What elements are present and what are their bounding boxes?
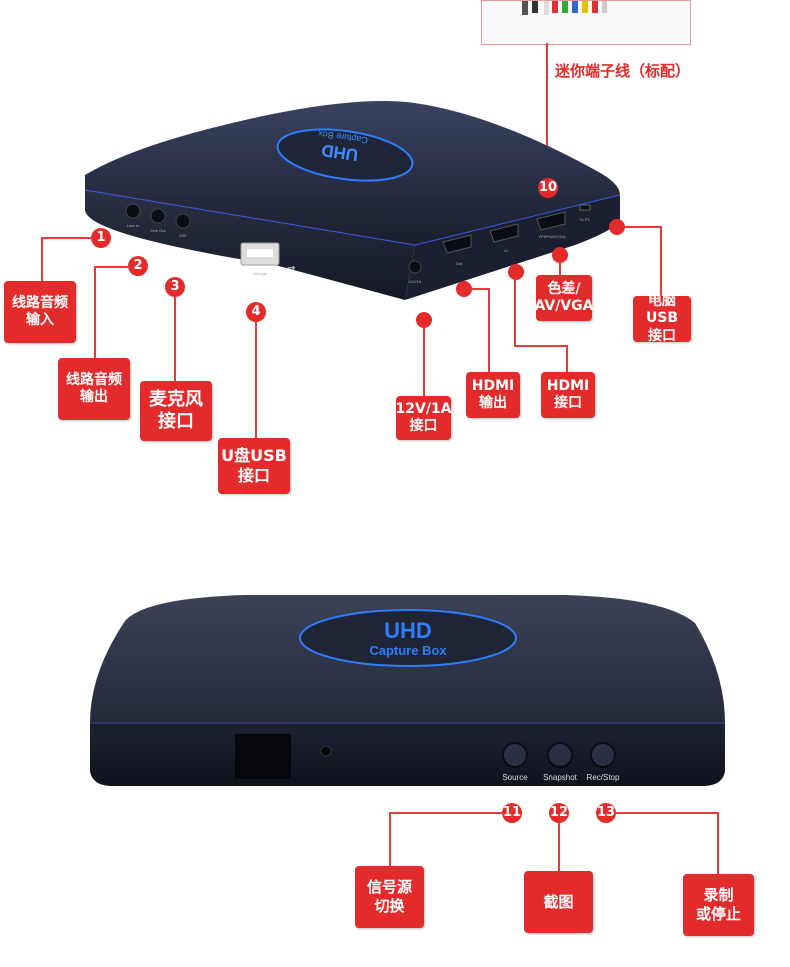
to-pc-label: 电脑USB 接口 [633,293,691,344]
power-label: 12V/1A 接口 [396,396,452,440]
callout-11-badge: 11 [502,803,522,823]
snapshot-button[interactable] [547,742,573,768]
cable-caption: 迷你端子线（标配） [555,62,691,80]
cable-plugs-icon [522,1,607,15]
callout-13-badge: 13 [596,803,616,823]
ypbpr-dot [552,247,568,263]
callout-1-badge: 1 [91,228,111,248]
callout-4-badge: 4 [246,302,266,322]
line-out-jack [150,208,166,224]
hdmi-in-dot [508,264,524,280]
hdmi-out-label: HDMI 输出 [466,372,520,418]
indicator-led [320,745,332,757]
source-button-label: Source [502,773,528,782]
cable-accessory-image [481,0,691,45]
to-pc-dot [609,219,625,235]
top-logo-text: UHD [320,141,359,165]
rec-stop-label: 录制 或停止 [683,874,754,936]
power-dot [416,312,432,328]
ir-window [235,734,291,779]
callout-2-badge: 2 [128,256,148,276]
bottom-logo-sub: Capture Box [369,643,447,658]
hdmi-out-port [442,234,472,254]
silk-line-in: Line In [127,223,139,228]
callout-3-badge: 3 [165,277,185,297]
callout-10-badge: 10 [538,178,558,198]
mic-label: 麦克风 接口 [140,381,212,441]
hdmi-in-label: HDMI 接口 [541,372,595,418]
ypbpr-label: 色差/ AV/VGA [535,275,594,321]
line-in-jack [125,203,141,219]
silk-storage: Storage [253,271,268,276]
line-in-label: 线路音频 输入 [4,281,76,343]
to-pc-usb-port [579,204,591,211]
silk-line-out: Line Out [150,228,166,233]
bottom-logo-text: UHD [384,618,432,643]
snapshot-button-label: Snapshot [543,773,578,782]
line-out-label: 线路音频 输出 [58,358,130,420]
capture-box-front-view: UHD Capture Box Source Snapshot Rec/Stop [90,595,725,786]
silk-mic: MIC [179,233,186,238]
silk-hdmi-in: In [504,248,507,253]
silk-ypbpr: YPbPr/AV/VGA [538,234,566,239]
rec-stop-button[interactable] [590,742,616,768]
usb-symbol-icon: ⇝ [287,263,295,274]
dc-power-jack [408,260,422,274]
hdmi-out-dot [456,281,472,297]
ypbpr-av-vga-port [536,211,566,231]
rec-stop-button-label: Rec/Stop [587,773,620,782]
snapshot-label: 截图 [524,871,593,933]
usb-storage-label: U盘USB 接口 [218,438,290,494]
callout-12-badge: 12 [549,803,569,823]
source-button[interactable] [502,742,528,768]
silk-power: 12V/1A [408,279,421,284]
source-label: 信号源 切换 [355,866,424,928]
hdmi-in-port [489,223,519,243]
mic-jack [175,213,191,229]
capture-box-rear-view: UHD Capture Box Line In Line Out MIC Sto… [84,101,621,300]
silk-to-pc: To PC [580,217,591,222]
silk-hdmi-out: Out [456,261,463,266]
